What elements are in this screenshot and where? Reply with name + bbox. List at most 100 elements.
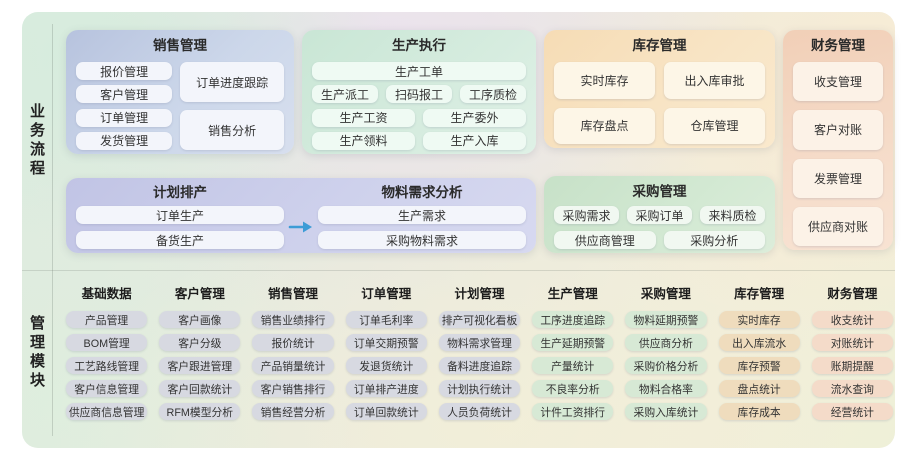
module-item: 销售业绩排行 [252,311,334,328]
flow-item: 采购需求 [554,206,619,224]
flow-item: 仓库管理 [664,107,765,144]
module-item: 订单交期预警 [345,334,427,351]
sales-card-body: 报价管理客户管理订单管理发货管理 订单进度跟踪销售分析 [76,62,284,150]
flow-item: 生产工单 [312,62,526,80]
procurement-card-body: 采购需求采购订单来料质检 供应商管理采购分析 [554,206,765,249]
flow-item: 订单生产 [76,206,284,224]
module-column-7: 库存管理实时库存出入库流水库存预警盘点统计库存成本 [718,286,800,420]
module-column-5: 生产管理工序进度追踪生产延期预警产量统计不良率分析计件工资排行 [532,286,614,420]
module-item: 采购入库统计 [625,403,707,420]
module-item: 销售经营分析 [252,403,334,420]
flow-item: 工序质检 [460,85,526,104]
module-item: 客户销售排行 [252,380,334,397]
flow-item: 备货生产 [76,231,284,249]
flow-item: 发票管理 [793,158,883,198]
procurement-management-card: 采购管理 采购需求采购订单来料质检 供应商管理采购分析 [544,176,775,253]
module-item: 出入库流水 [718,334,800,351]
module-item: 生产延期预警 [532,334,614,351]
left-label-divider [52,24,53,436]
flow-item: 报价管理 [76,62,173,80]
flow-item: 实时库存 [554,62,655,99]
flow-item: 供应商对账 [793,206,883,246]
card-title: 计划排产 [153,185,207,200]
module-item: 物料延期预警 [625,311,707,328]
module-column-3: 订单管理订单毛利率订单交期预警发退货统计订单排产进度订单回款统计 [345,286,427,420]
diagram-panel: 业务流程 管理模块 销售管理 报价管理客户管理订单管理发货管理 订单进度跟踪销售… [22,12,895,448]
module-item: 计件工资排行 [532,403,614,420]
module-item: 排产可视化看板 [438,311,521,328]
production-row-4: 生产领料生产入库 [312,131,526,150]
module-column-8: 财务管理收支统计对账统计账期提醒流水查询经营统计 [811,286,893,420]
flow-item: 生产工资 [312,108,415,127]
module-item: 备料进度追踪 [438,357,521,374]
procurement-row-2: 供应商管理采购分析 [554,231,765,249]
module-item: 对账统计 [811,334,893,351]
module-item: 盘点统计 [718,380,800,397]
module-item: 实时库存 [718,311,800,328]
flow-item: 采购分析 [663,231,765,249]
module-item: 发退货统计 [345,357,427,374]
flow-item: 采购物料需求 [318,231,526,249]
management-modules-label: 管理模块 [28,315,45,391]
flow-item: 生产委外 [423,108,526,127]
module-item: 工序进度追踪 [532,311,614,328]
module-item: 收支统计 [811,311,893,328]
module-item: 产品销量统计 [252,357,334,374]
module-column-2: 销售管理销售业绩排行报价统计产品销量统计客户销售排行销售经营分析 [252,286,334,420]
module-item: 人员负荷统计 [438,403,521,420]
module-item: 客户画像 [159,311,241,328]
flow-item: 客户管理 [76,85,173,104]
module-column-title: 财务管理 [827,287,878,301]
card-title: 采购管理 [632,184,687,199]
sales-management-card: 销售管理 报价管理客户管理订单管理发货管理 订单进度跟踪销售分析 [66,30,294,154]
module-column-4: 计划管理排产可视化看板物料需求管理备料进度追踪计划执行统计人员负荷统计 [438,286,521,420]
inventory-card-body: 实时库存出入库审批库存盘点仓库管理 [554,62,765,144]
module-item: 客户分级 [159,334,241,351]
flow-item: 生产入库 [423,131,526,150]
module-item: 客户跟进管理 [159,357,241,374]
module-item: 不良率分析 [532,380,614,397]
flow-item: 来料质检 [700,206,765,224]
production-row-3: 生产工资生产委外 [312,108,526,127]
module-column-6: 采购管理物料延期预警供应商分析采购价格分析物料合格率采购入库统计 [625,286,707,420]
business-flow-label: 业务流程 [28,103,45,179]
module-item: 订单回款统计 [345,403,427,420]
planning-material-card: 计划排产 订单生产备货生产 物料需求分析 生产需求采购物料需求 [66,178,536,253]
flow-item: 出入库审批 [664,62,765,99]
flow-item: 生产领料 [312,131,415,150]
flow-item: 销售分析 [180,110,284,150]
production-card-body: 生产工单 生产派工扫码报工工序质检 生产工资生产委外 生产领料生产入库 [312,62,526,150]
module-item: 流水查询 [811,380,893,397]
sales-right-items: 订单进度跟踪销售分析 [180,62,284,150]
section-divider [22,270,895,271]
flow-item: 库存盘点 [554,107,655,144]
module-item: 物料合格率 [625,380,707,397]
module-column-title: 订单管理 [361,287,412,301]
inventory-management-card: 库存管理 实时库存出入库审批库存盘点仓库管理 [544,30,775,148]
flow-item: 订单进度跟踪 [180,62,284,102]
planning-card-body: 计划排产 订单生产备货生产 物料需求分析 生产需求采购物料需求 [76,184,526,249]
procurement-row-1: 采购需求采购订单来料质检 [554,206,765,224]
module-item: 物料需求管理 [438,334,521,351]
card-title: 生产执行 [392,38,446,53]
flow-item: 订单管理 [76,108,173,127]
right-arrow-icon [288,221,312,232]
flow-item: 发货管理 [76,131,173,150]
flow-item: 收支管理 [793,62,883,102]
module-column-title: 库存管理 [734,287,785,301]
planning-section: 计划排产 订单生产备货生产 [76,184,284,249]
module-item: 采购价格分析 [625,357,707,374]
flow-item: 扫码报工 [386,85,452,104]
production-row-2: 生产派工扫码报工工序质检 [312,85,526,104]
flow-arrow-cell [284,184,318,249]
flow-item: 采购订单 [627,206,692,224]
sales-left-items: 报价管理客户管理订单管理发货管理 [76,62,173,150]
flow-item: 生产派工 [312,85,378,104]
module-item: 供应商信息管理 [66,403,148,420]
production-row-1: 生产工单 [312,62,526,80]
module-item: 经营统计 [811,403,893,420]
